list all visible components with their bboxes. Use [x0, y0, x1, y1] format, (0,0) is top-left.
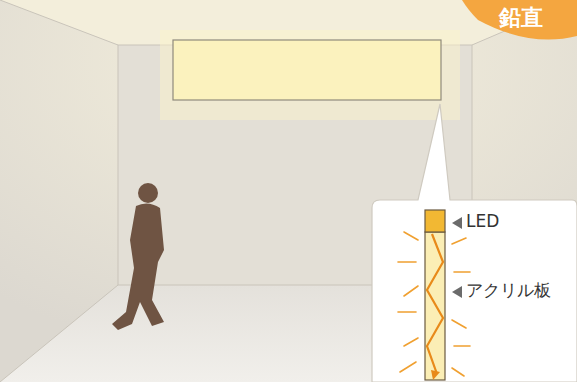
pointer-triangle: [452, 217, 462, 229]
panel-glow: [160, 30, 460, 120]
badge: 鉛直: [486, 2, 556, 34]
light-arrowhead: [431, 370, 440, 380]
led-block: [425, 210, 445, 232]
light-path: [427, 234, 443, 374]
part-label: LED: [466, 211, 499, 231]
badge-shape: [462, 0, 577, 40]
acrylic-plate: [425, 232, 445, 380]
callout-bubble: [372, 104, 577, 382]
badge-text: 鉛直: [499, 3, 543, 33]
person-silhouette: [112, 183, 164, 330]
light-panel: [173, 40, 441, 100]
part-label: アクリル板: [466, 280, 551, 300]
pointer-triangle: [452, 286, 462, 298]
